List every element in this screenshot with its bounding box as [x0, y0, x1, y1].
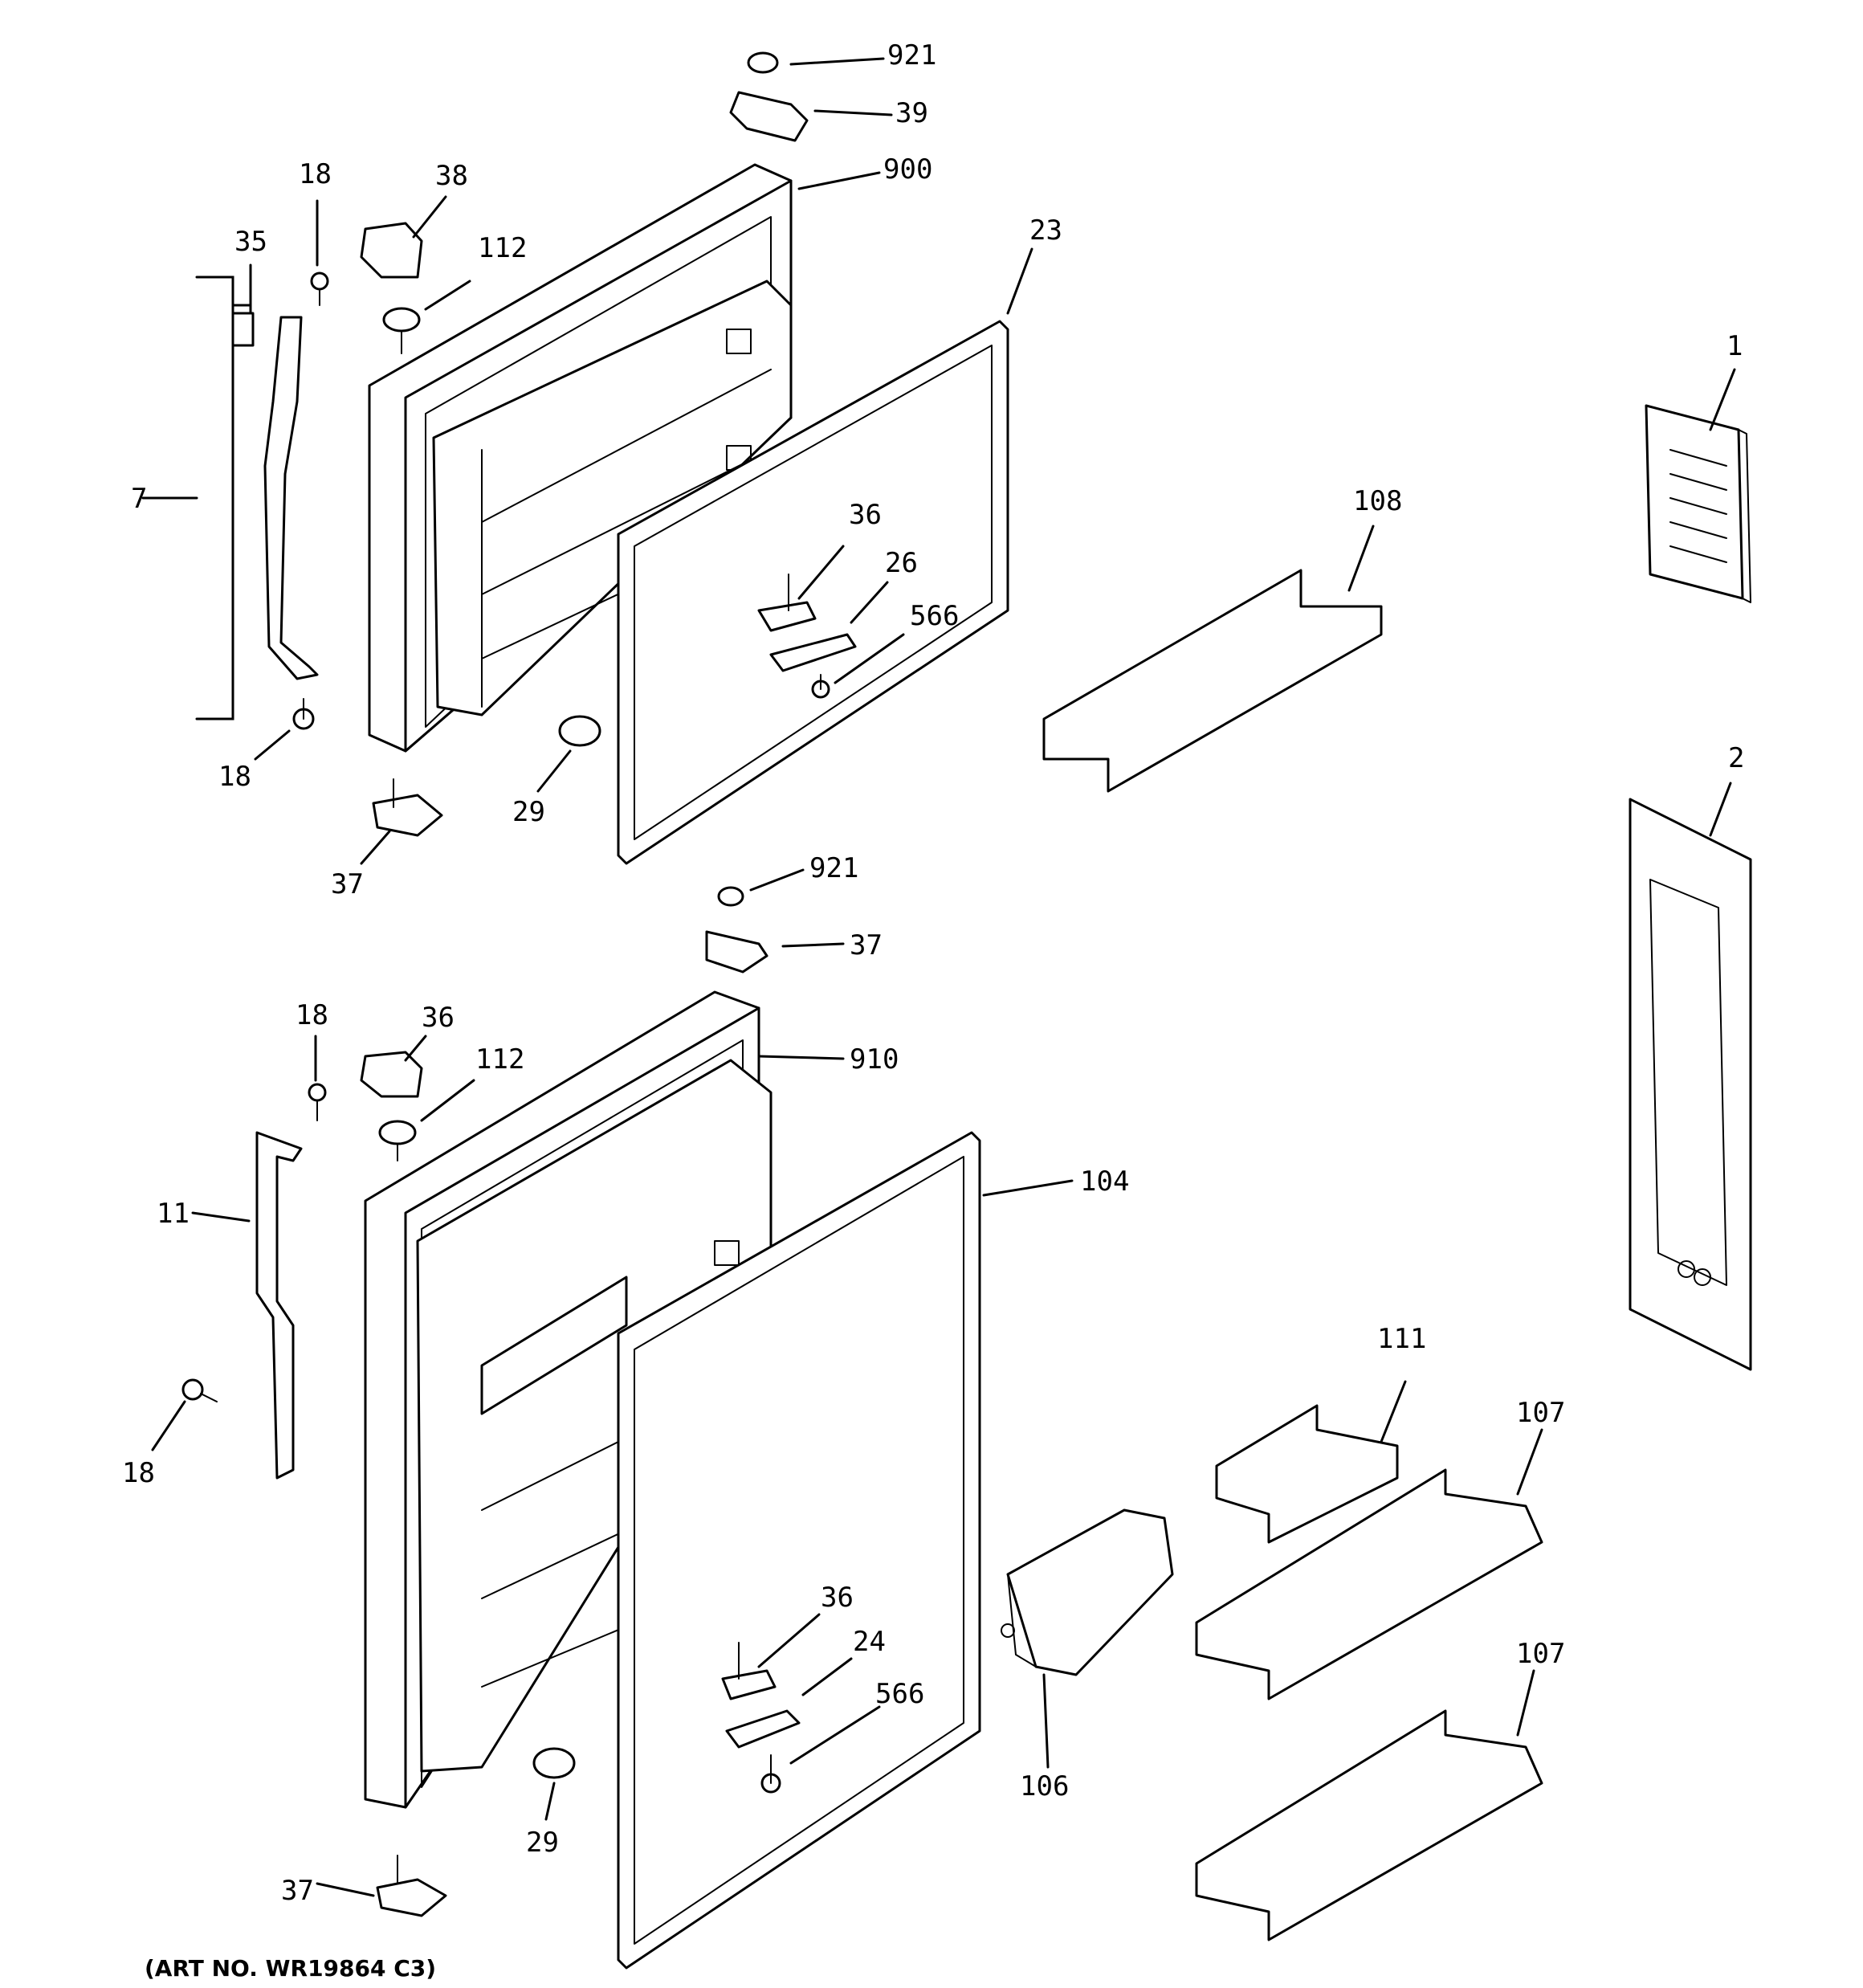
freezer-door-900 — [368, 163, 793, 753]
callout-108: 108 — [1353, 485, 1402, 517]
callout-36: 36 — [821, 1582, 854, 1614]
callout-106: 106 — [1020, 1770, 1069, 1802]
callout-107: 107 — [1516, 1638, 1565, 1670]
callout-24: 24 — [853, 1626, 886, 1658]
callout-29: 29 — [512, 796, 545, 828]
callout-18: 18 — [122, 1457, 155, 1489]
callout-112: 112 — [478, 232, 527, 264]
door-shelf-111 — [1215, 1404, 1399, 1544]
callout-2: 2 — [1728, 742, 1744, 774]
callout-36: 36 — [422, 1002, 455, 1034]
callout-112: 112 — [475, 1043, 524, 1076]
callout-labels: 921 39 900 18 38 35 112 23 1 7 108 36 26… — [122, 39, 1744, 1907]
callout-38: 38 — [435, 160, 468, 192]
callout-900: 900 — [883, 153, 932, 186]
callout-29: 29 — [526, 1827, 559, 1859]
callout-566: 566 — [910, 600, 959, 632]
callout-18: 18 — [296, 999, 328, 1031]
freezer-handle-7 — [141, 276, 319, 720]
callout-11: 11 — [157, 1198, 190, 1230]
fresh-food-hinge-pieces — [181, 886, 801, 1917]
callout-910: 910 — [850, 1043, 899, 1076]
callout-23: 23 — [1029, 214, 1062, 247]
door-shelf-107-upper — [1195, 1468, 1543, 1700]
door-shelf-107-lower — [1195, 1709, 1543, 1941]
dairy-door-106 — [1001, 1508, 1174, 1676]
callout-39: 39 — [895, 97, 928, 129]
callout-111: 111 — [1377, 1323, 1426, 1355]
freezer-hinge-pieces — [231, 51, 857, 837]
callout-107: 107 — [1516, 1397, 1565, 1429]
callout-1: 1 — [1726, 330, 1743, 362]
callout-37: 37 — [281, 1875, 314, 1907]
callout-18: 18 — [218, 761, 251, 793]
fresh-food-handle-11 — [255, 1131, 303, 1480]
leader-lines — [151, 57, 1736, 1897]
callout-921: 921 — [809, 852, 858, 884]
door-shelf-108 — [1042, 569, 1383, 793]
freezer-door-gasket-23 — [617, 320, 1009, 865]
fresh-food-door-gasket-104 — [617, 1131, 981, 1970]
callout-18: 18 — [299, 158, 332, 190]
callout-37: 37 — [331, 868, 364, 900]
callout-104: 104 — [1080, 1165, 1129, 1198]
fresh-food-door-910 — [364, 990, 773, 1809]
callout-36: 36 — [849, 499, 882, 531]
art-number-note: (ART NO. WR19864 C3) — [145, 1955, 436, 1982]
callout-921: 921 — [887, 39, 936, 71]
owner-manual-1 — [1645, 404, 1751, 603]
callout-566: 566 — [875, 1678, 924, 1710]
callout-35: 35 — [234, 226, 267, 258]
callout-37: 37 — [850, 929, 883, 961]
parts-bag-2 — [1629, 798, 1752, 1371]
callout-26: 26 — [885, 547, 918, 579]
callout-7: 7 — [131, 483, 147, 515]
